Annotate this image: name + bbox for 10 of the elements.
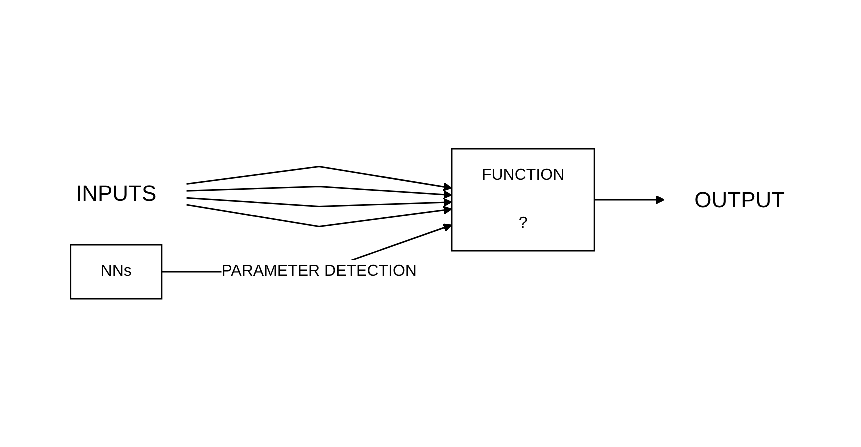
- node-box: FUNCTION ?: [451, 148, 596, 252]
- node-text: OUTPUT: [694, 187, 786, 212]
- arrow: [594, 195, 665, 204]
- node-box: NNs: [70, 244, 163, 300]
- edge-label: PARAMETER DETECTION: [222, 262, 417, 280]
- arrow: [186, 196, 452, 207]
- arrow: [186, 166, 452, 191]
- arrow: [186, 186, 452, 199]
- arrow: [186, 204, 452, 227]
- node-text: INPUTS: [76, 180, 157, 206]
